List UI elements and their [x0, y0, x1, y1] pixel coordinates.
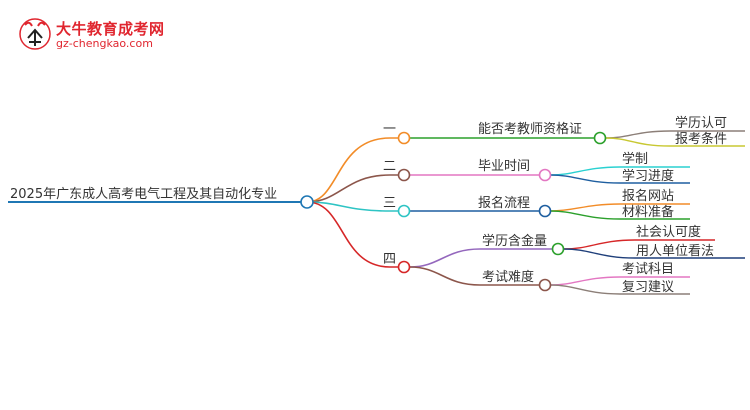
connector-root-3: [306, 201, 404, 212]
leaf-label-4-2-2: 复习建议: [622, 280, 674, 295]
connector-2-2: [550, 174, 690, 184]
site-logo[interactable]: 大牛教育成考网 gz-chengkao.com: [18, 16, 178, 56]
root-node: [300, 195, 314, 209]
branch-node-2: [397, 168, 411, 182]
branch-node-3: [397, 204, 411, 218]
connectors: [8, 130, 745, 295]
branch-marker-1: 一: [383, 122, 396, 137]
topic-node-2: [538, 168, 552, 182]
connector-4-2-2: [550, 284, 690, 295]
connector-root-1: [306, 137, 404, 203]
topic-node-3: [538, 204, 552, 218]
leaf-label-3-2: 材料准备: [622, 204, 674, 220]
topic-label-3: 报名流程: [478, 195, 530, 211]
leaf-label-4-1-2: 用人单位看法: [636, 243, 714, 259]
connector-4-1: [409, 248, 558, 268]
topic-node-1: [593, 131, 607, 145]
branch-marker-4: 四: [383, 252, 396, 267]
connector-1-2: [605, 137, 745, 147]
connector-4-1-1: [563, 239, 715, 250]
nodes: [300, 131, 607, 292]
connector-4-1-2: [563, 248, 745, 259]
connector-root-4: [306, 201, 404, 268]
leaf-label-1-2: 报考条件: [675, 131, 727, 147]
logo-site-name: 大牛教育成考网: [56, 20, 165, 38]
topic-label-1: 能否考教师资格证: [478, 121, 582, 137]
branch-marker-2: 二: [383, 159, 396, 174]
connector-root-2: [306, 174, 404, 203]
logo-site-url: gz-chengkao.com: [56, 37, 153, 50]
leaf-label-3-1: 报名网站: [622, 188, 674, 204]
branch-marker-3: 三: [383, 196, 396, 211]
topic-node-4-1: [551, 242, 565, 256]
topic-label-4-2: 考试难度: [482, 269, 534, 285]
topic-node-4-2: [538, 278, 552, 292]
root-label: 2025年广东成人高考电气工程及其自动化专业: [10, 186, 277, 202]
connector-3-2: [550, 210, 690, 220]
leaf-label-1-1: 学历认可: [675, 115, 727, 131]
connector-4-2: [409, 266, 545, 286]
topic-label-4-1: 学历含金量: [482, 233, 547, 249]
leaf-label-2-2: 学习进度: [622, 168, 674, 184]
branch-node-4: [397, 260, 411, 274]
leaf-label-2-1: 学制: [622, 151, 648, 167]
branch-node-1: [397, 131, 411, 145]
leaf-label-4-2-1: 考试科目: [622, 262, 674, 277]
topic-label-2: 毕业时间: [478, 159, 530, 174]
bull-logo-icon: [19, 18, 51, 50]
labels: 2025年广东成人高考电气工程及其自动化专业 一 二 三 四 能否考教师资格证 …: [10, 115, 727, 295]
leaf-label-4-1-1: 社会认可度: [636, 224, 701, 240]
